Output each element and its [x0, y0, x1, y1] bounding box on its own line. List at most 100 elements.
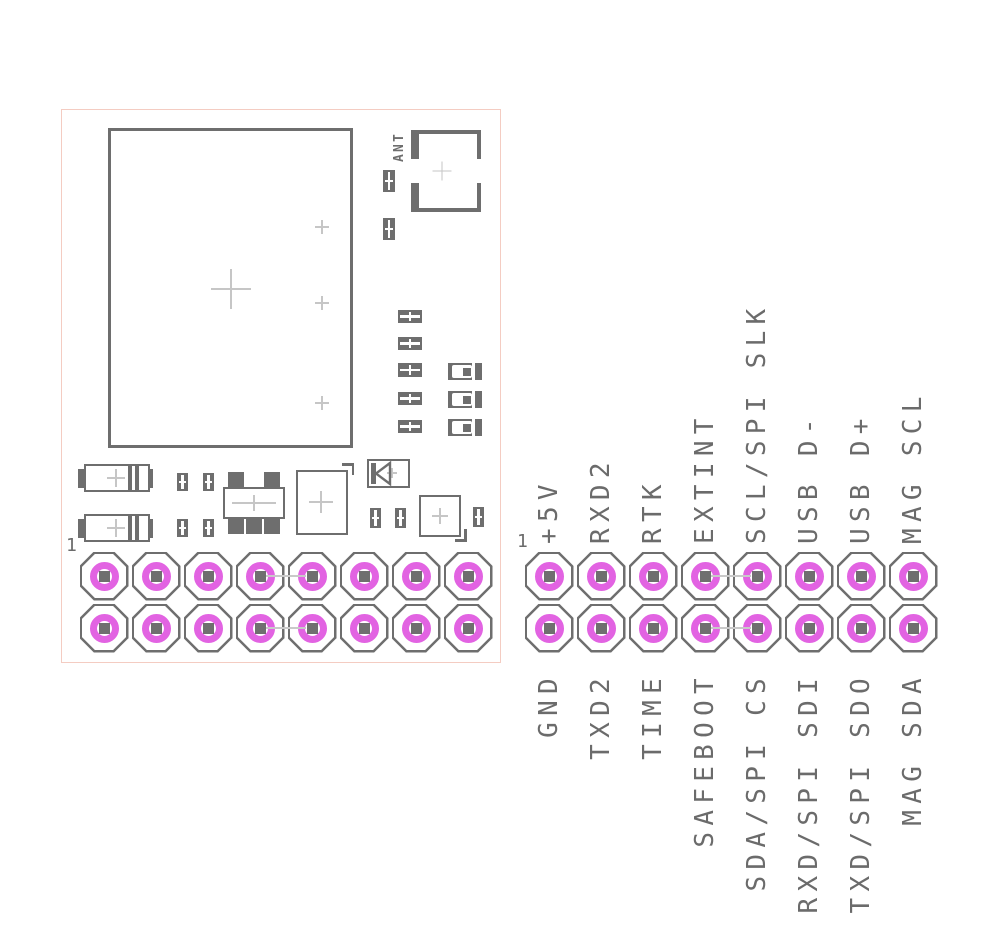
pad-drill — [751, 570, 763, 582]
sot-pad — [228, 472, 244, 488]
smd-pad — [383, 170, 395, 192]
pad-drill — [647, 570, 659, 582]
pad-drill — [306, 570, 318, 582]
pad-drill — [699, 570, 711, 582]
through-hole-pad — [628, 603, 678, 653]
through-hole-pad — [836, 551, 886, 601]
smd-pad — [398, 363, 422, 377]
cap-polarity-band — [135, 516, 139, 540]
pad-drill — [150, 570, 162, 582]
ant-connector-bottom-bracket — [411, 208, 481, 212]
ant-connector-bottom-bracket — [477, 183, 481, 212]
pad-drill — [907, 570, 919, 582]
pad-ring — [846, 561, 876, 591]
pad-ring — [401, 613, 431, 643]
origin-cross — [107, 469, 125, 487]
pad-ring — [534, 561, 564, 591]
pad-with-drill — [448, 391, 482, 408]
through-hole-pad — [888, 551, 938, 601]
pad-ring — [638, 613, 668, 643]
pad-drill — [595, 622, 607, 634]
origin-cross — [266, 627, 306, 629]
pin1-marker-left: 1 — [66, 535, 77, 556]
pad-ring — [898, 561, 928, 591]
pad-drill — [543, 622, 555, 634]
origin-cross — [387, 468, 397, 478]
pad-ring — [349, 561, 379, 591]
pin-label-top-text: +5V — [534, 478, 564, 544]
pad-drill — [647, 622, 659, 634]
through-hole-pad — [443, 603, 493, 653]
pad-drill — [855, 570, 867, 582]
pad-ring — [401, 561, 431, 591]
diode-cathode-bar — [371, 463, 376, 484]
through-hole-pad — [888, 603, 938, 653]
smd-pad — [398, 420, 422, 433]
smd-pad — [203, 473, 214, 491]
pad-drill — [358, 570, 370, 582]
pin-label-bottom-text: TIME — [638, 672, 668, 760]
through-hole-pad — [576, 551, 626, 601]
pad-ring — [89, 561, 119, 591]
through-hole-pad — [79, 551, 129, 601]
pin-label-top-text: USB D- — [794, 412, 824, 544]
cap-polarity-band — [135, 466, 139, 490]
corner-mark — [464, 529, 467, 541]
pad-ring — [141, 613, 171, 643]
origin-cross — [211, 269, 251, 309]
pad-drill — [254, 570, 266, 582]
pin-label-top-text: USB D+ — [846, 412, 876, 544]
origin-cross — [315, 396, 329, 410]
origin-cross — [309, 491, 333, 513]
pad-ring — [453, 561, 483, 591]
pad-ring — [794, 613, 824, 643]
pad-ring — [141, 561, 171, 591]
pin-label-bottom-text: TXD2 — [586, 672, 616, 760]
pad-drill — [254, 622, 266, 634]
origin-cross — [266, 575, 306, 577]
smd-pad — [395, 508, 406, 528]
pad-drill — [150, 622, 162, 634]
smd-pad — [398, 337, 422, 350]
pin-label-top-text: RTK — [638, 478, 668, 544]
through-hole-pad — [524, 551, 574, 601]
pad-ring — [193, 613, 223, 643]
pad-ring — [534, 613, 564, 643]
pad-drill — [410, 570, 422, 582]
through-hole-pad — [524, 603, 574, 653]
smd-pad — [473, 507, 484, 527]
origin-cross — [315, 296, 329, 310]
pad-with-drill — [448, 363, 482, 380]
pad-drill — [202, 570, 214, 582]
pad-ring — [453, 613, 483, 643]
origin-cross — [107, 519, 125, 537]
sot-pad — [264, 472, 280, 488]
origin-cross — [432, 508, 448, 524]
through-hole-pad — [183, 603, 233, 653]
pin-label-bottom-text: RXD/SPI SDI — [794, 672, 824, 914]
ant-connector-bottom-bracket — [411, 183, 419, 212]
pin-label-bottom-text: GND — [534, 672, 564, 738]
cap-polarity-band — [128, 466, 132, 490]
origin-cross — [432, 161, 452, 181]
pin-label-bottom-text: SDA/SPI CS — [742, 672, 772, 892]
ant-connector-top-bracket — [477, 130, 481, 159]
sot-pad — [246, 518, 262, 534]
pad-ring — [586, 613, 616, 643]
pad-drill — [98, 570, 110, 582]
smd-pad — [383, 218, 395, 240]
pad-ring — [89, 613, 119, 643]
pad-drill — [699, 622, 711, 634]
through-hole-pad — [391, 603, 441, 653]
cap-pad — [78, 519, 85, 538]
cap-polarity-band — [128, 516, 132, 540]
through-hole-pad — [784, 551, 834, 601]
smd-pad — [398, 310, 422, 323]
pin1-marker-right: 1 — [517, 531, 528, 552]
pad-drill — [358, 622, 370, 634]
pad-drill — [803, 570, 815, 582]
pad-ring — [638, 561, 668, 591]
pad-ring — [794, 561, 824, 591]
through-hole-pad — [784, 603, 834, 653]
